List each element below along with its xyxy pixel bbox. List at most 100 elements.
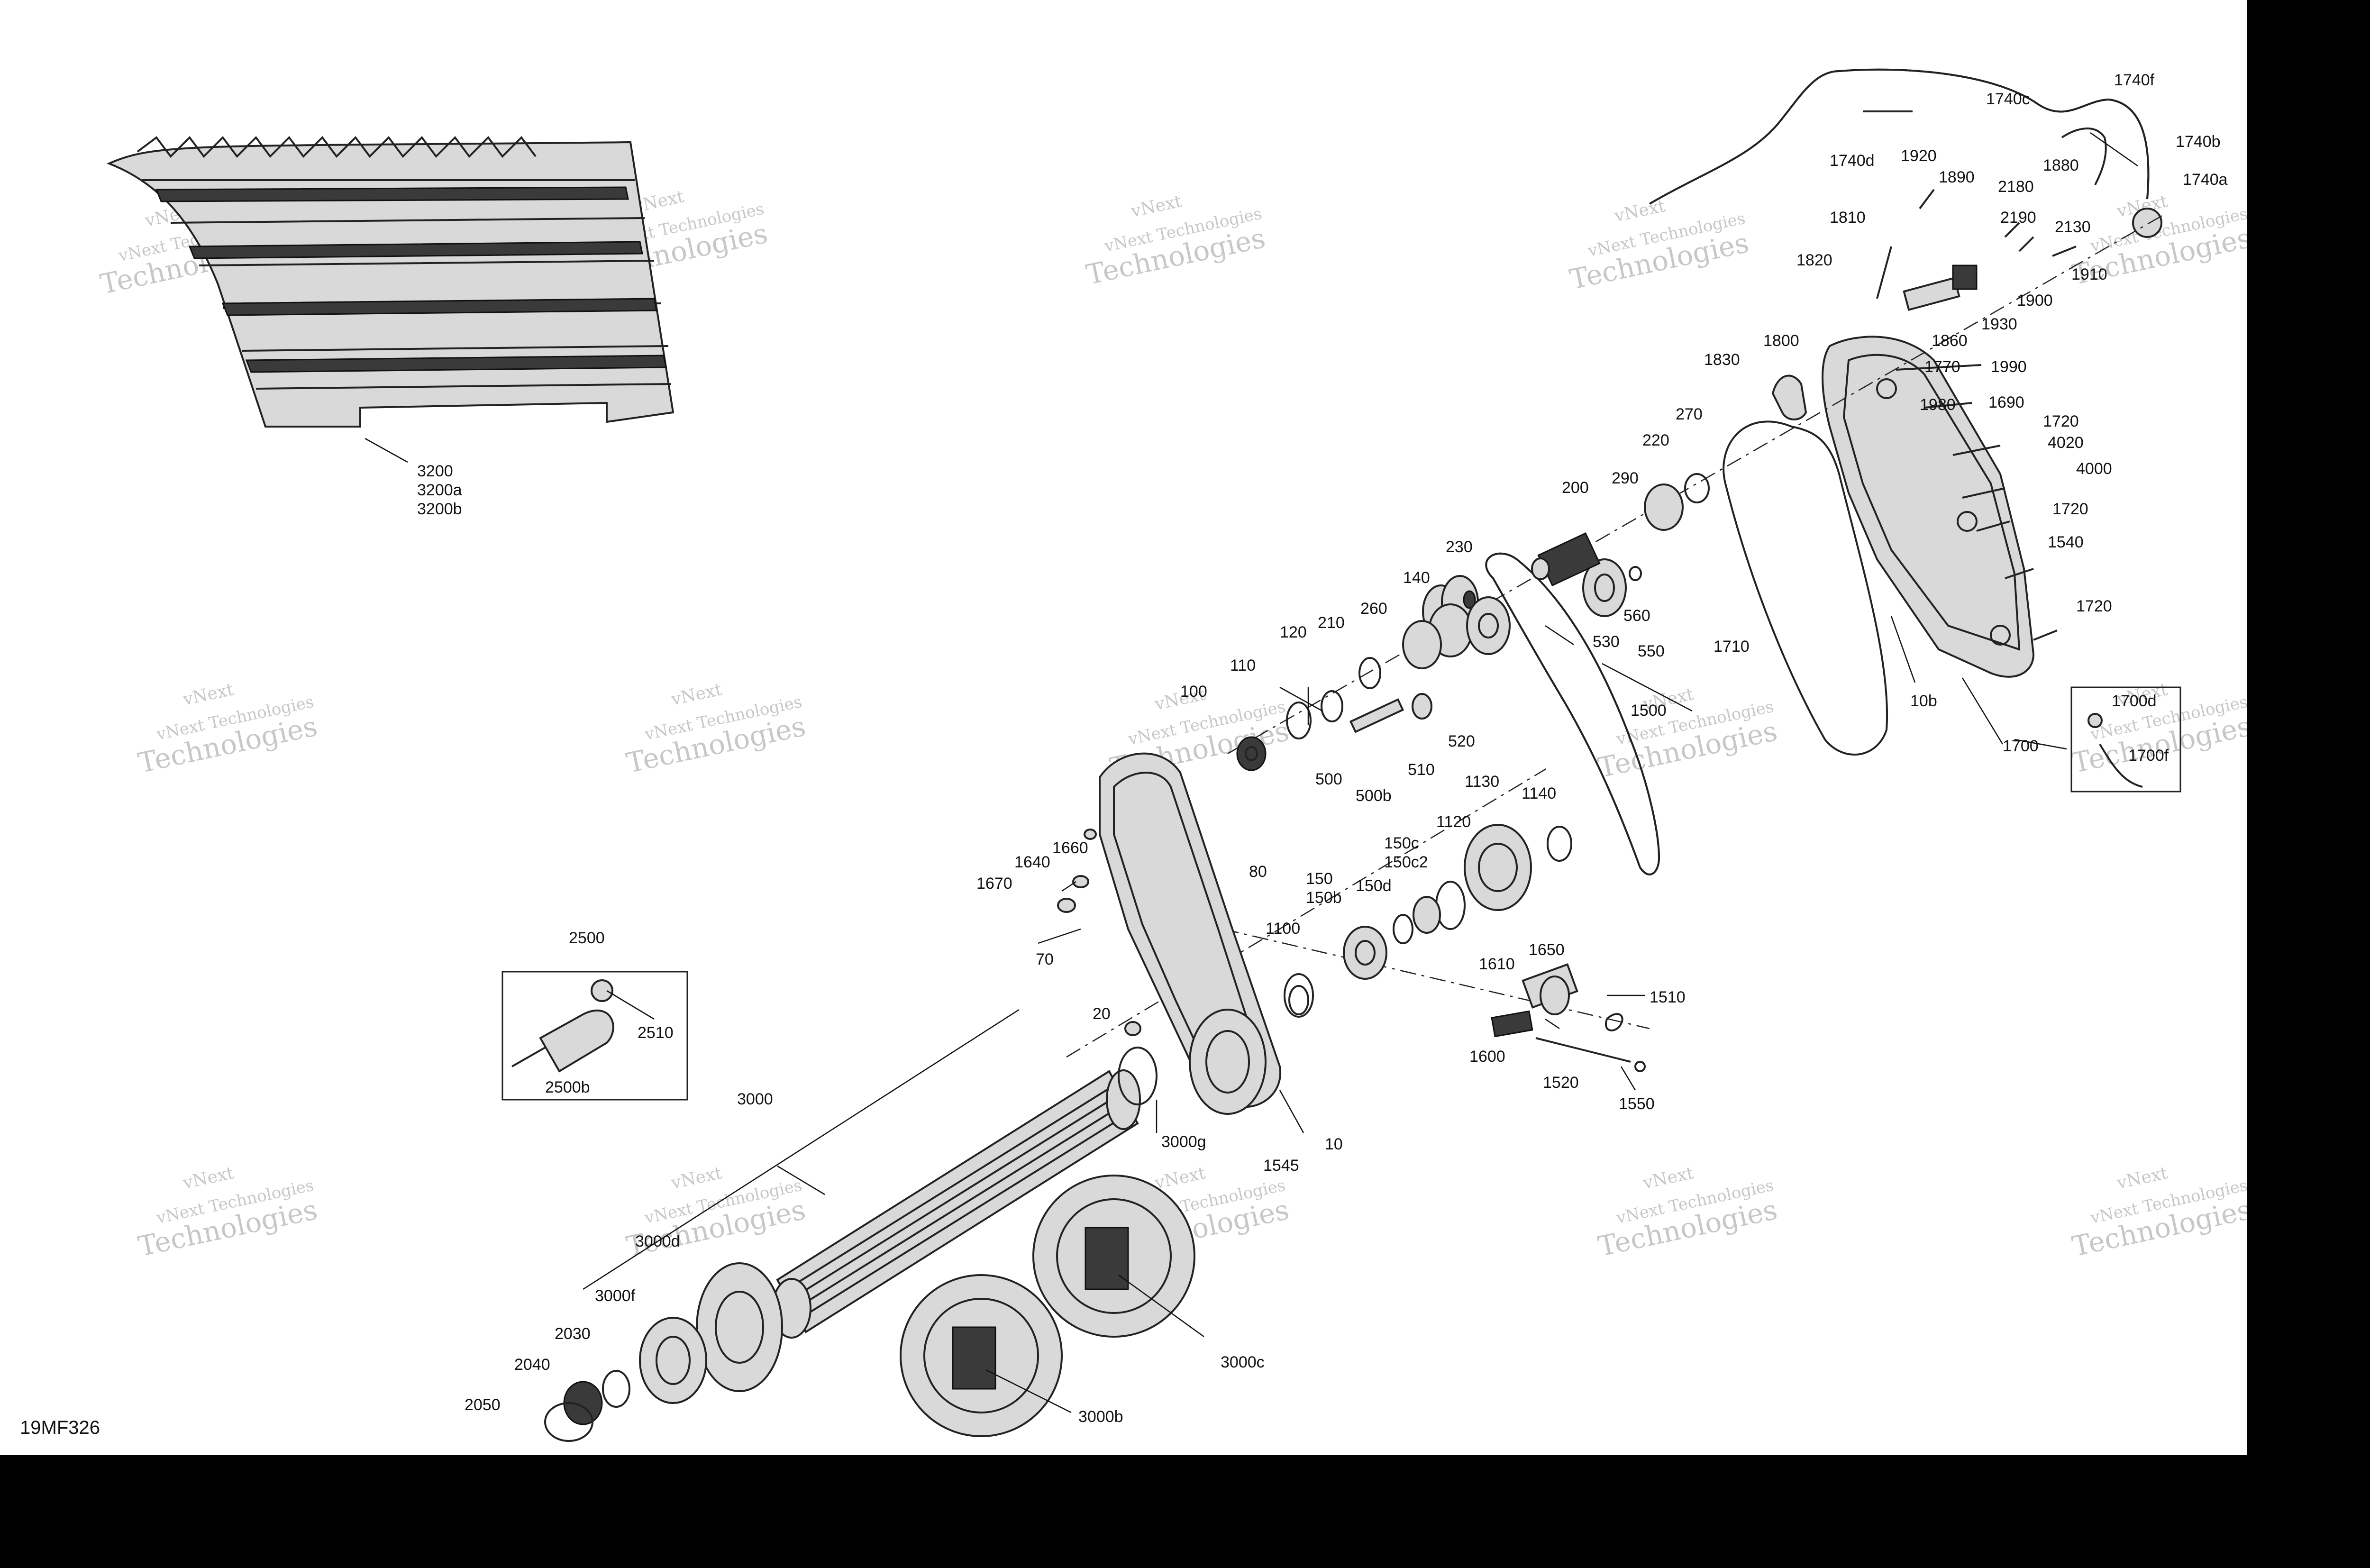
callout-260: 260 <box>1360 600 1387 618</box>
callout-2130: 2130 <box>2055 218 2091 236</box>
callout-1650: 1650 <box>1529 941 1565 959</box>
callout-1880: 1880 <box>2043 156 2079 174</box>
callout-10b: 10b <box>1910 692 1937 710</box>
callout-1550: 1550 <box>1619 1095 1655 1113</box>
callout-140: 140 <box>1403 569 1430 587</box>
inset-box-2500 <box>501 971 688 1101</box>
watermark-small: vNext <box>1153 1163 1208 1193</box>
sprocket-3000b <box>900 1274 1063 1437</box>
callout-1640: 1640 <box>1014 853 1050 871</box>
callout-290: 290 <box>1612 469 1639 487</box>
callout-230: 230 <box>1446 538 1473 556</box>
leader-lines <box>583 132 2138 1413</box>
callout-80: 80 <box>1249 863 1267 881</box>
watermark: vNext vNext Technologies Technologies <box>136 680 320 779</box>
callout-1990: 1990 <box>1991 358 2027 376</box>
callout-3000g: 3000g <box>1161 1133 1206 1151</box>
callout-150d: 150d <box>1356 877 1392 895</box>
callout-1510: 1510 <box>1650 988 1686 1006</box>
hose-assembly <box>1649 68 2162 238</box>
callout-1600: 1600 <box>1469 1048 1505 1066</box>
watermark: vNext vNext Technologies Technologies <box>136 1163 320 1263</box>
callout-70: 70 <box>1036 950 1054 968</box>
callout-1770: 1770 <box>1924 358 1960 376</box>
sheet-id-label: 19MF326 <box>20 1417 100 1438</box>
bracket-group <box>1491 963 1646 1072</box>
callout-3200b: 3200b <box>417 500 462 518</box>
watermark-small: vNext <box>1613 196 1668 226</box>
callout-1740d: 1740d <box>1830 152 1875 170</box>
inset-box-1700d <box>2070 686 2181 793</box>
callout-1500: 1500 <box>1631 702 1667 720</box>
callout-2050: 2050 <box>465 1396 501 1414</box>
diagram-sheet: vNext vNext Technologies Technologies vN… <box>0 0 2247 1455</box>
callout-2040: 2040 <box>514 1356 550 1374</box>
callout-3200a: 3200a <box>417 481 462 499</box>
callout-2190: 2190 <box>2000 209 2036 227</box>
callout-120: 120 <box>1280 623 1307 641</box>
callout-1700: 1700 <box>2003 737 2039 755</box>
callout-1830: 1830 <box>1704 351 1740 369</box>
watermark-small: vNext <box>181 680 236 710</box>
callout-150c2: 150c2 <box>1384 853 1428 871</box>
callout-1740b: 1740b <box>2176 133 2221 151</box>
watermark: vNext vNext Technologies Technologies <box>1084 191 1268 291</box>
callout-1920: 1920 <box>1901 147 1937 165</box>
callout-1100: 1100 <box>1266 920 1300 938</box>
linkage-group <box>1771 189 2077 641</box>
callout-1545: 1545 <box>1263 1157 1299 1175</box>
callout-1520: 1520 <box>1543 1074 1579 1092</box>
callout-1700f: 1700f <box>2128 747 2169 765</box>
callout-1610: 1610 <box>1479 955 1515 973</box>
watermark: vNext vNext Technologies Technologies <box>2069 1163 2247 1263</box>
callout-150: 150 <box>1306 870 1333 888</box>
callout-2030: 2030 <box>555 1325 591 1343</box>
callout-3000: 3000 <box>737 1090 773 1108</box>
callout-4000: 4000 <box>2076 460 2112 478</box>
callout-1540: 1540 <box>2048 533 2084 551</box>
watermark: vNext vNext Technologies Technologies <box>1595 684 1780 784</box>
sprocket-3000c <box>1032 1175 1195 1338</box>
callout-220: 220 <box>1642 431 1669 449</box>
watermark-small: vNext <box>2115 1163 2170 1193</box>
callout-1860: 1860 <box>1932 332 1968 350</box>
callout-1930: 1930 <box>1981 315 2017 333</box>
callout-1690: 1690 <box>1988 393 2024 411</box>
callout-1660: 1660 <box>1052 839 1088 857</box>
callout-530: 530 <box>1593 633 1620 651</box>
callout-1980: 1980 <box>1920 396 1956 414</box>
callout-1720-c: 1720 <box>2076 597 2112 615</box>
leader-3200 <box>365 438 408 463</box>
callout-3000f: 3000f <box>595 1287 636 1305</box>
callout-200: 200 <box>1562 479 1589 497</box>
watermark: vNext vNext Technologies Technologies <box>1595 1163 1780 1263</box>
callout-270: 270 <box>1676 405 1703 423</box>
watermark: vNext vNext Technologies Technologies <box>624 680 809 779</box>
inner-case-10 <box>1099 752 1282 1115</box>
callout-1740a: 1740a <box>2183 171 2228 189</box>
callout-4020: 4020 <box>2048 434 2084 452</box>
callout-1670: 1670 <box>976 875 1012 893</box>
callout-210: 210 <box>1318 614 1345 632</box>
callout-1140: 1140 <box>1522 784 1556 802</box>
gear-cluster <box>1057 473 1710 1036</box>
callout-560: 560 <box>1623 607 1650 625</box>
callout-1720-a: 1720 <box>2043 412 2079 430</box>
drive-shaft-3000 <box>772 1069 1141 1339</box>
outer-cover-1700 <box>1822 336 2035 745</box>
callout-1800: 1800 <box>1763 332 1799 350</box>
callout-1890: 1890 <box>1939 168 1975 186</box>
callout-2500: 2500 <box>569 929 605 947</box>
callout-1120: 1120 <box>1436 813 1471 831</box>
callout-510: 510 <box>1408 761 1435 779</box>
exploded-view-drawing: vNext vNext Technologies Technologies vN… <box>98 68 2247 1442</box>
callout-110: 110 <box>1230 656 1256 675</box>
callout-150c: 150c <box>1384 834 1419 852</box>
callout-520: 520 <box>1448 732 1475 750</box>
callout-550: 550 <box>1638 642 1665 660</box>
callout-100: 100 <box>1180 683 1207 701</box>
watermark-small: vNext <box>669 1163 724 1193</box>
callout-20: 20 <box>1093 1005 1111 1023</box>
callout-10: 10 <box>1325 1135 1343 1153</box>
callout-500b: 500b <box>1356 787 1392 805</box>
